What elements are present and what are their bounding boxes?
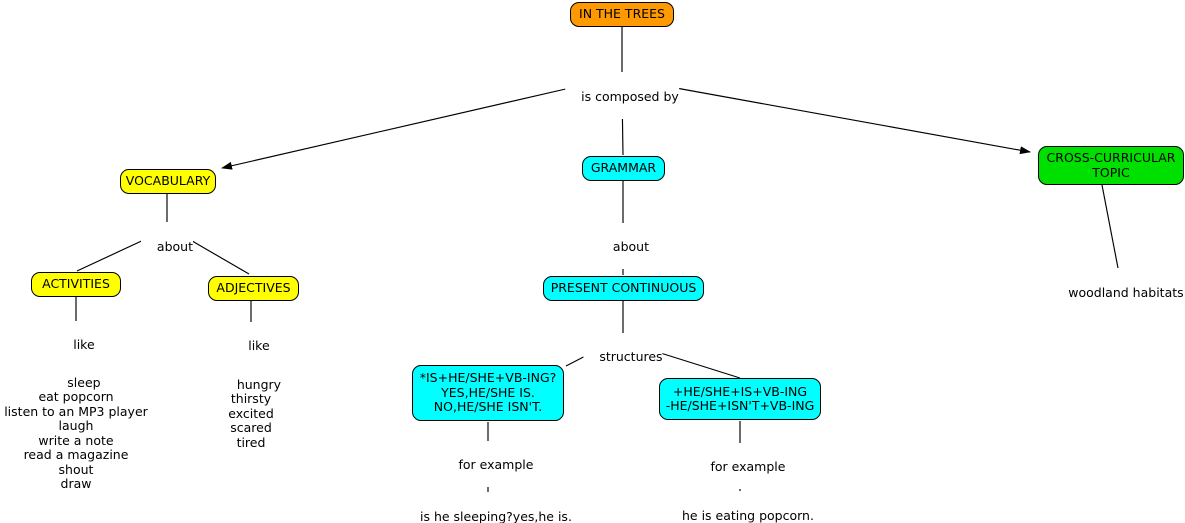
link-label-adjectives-like: like — [232, 323, 270, 368]
link-label-for-example-left: for example — [442, 442, 534, 487]
node-vocabulary[interactable]: VOCABULARY — [120, 169, 216, 194]
edge-about-to-activities — [76, 237, 149, 272]
node-cross-curricular-topic[interactable]: CROSS-CURRICULAR TOPIC — [1038, 146, 1184, 185]
edge-about-to-adjectives — [186, 237, 250, 275]
node-structure-question[interactable]: *IS+HE/SHE+VB-ING? YES,HE/SHE IS. NO,HE/… — [412, 365, 564, 421]
leaf-activities-list: sleep eat popcorn listen to an MP3 playe… — [4, 374, 148, 491]
edge-composedby-to-vocabulary — [221, 87, 571, 170]
node-cross-curricular-topic-label: CROSS-CURRICULAR TOPIC — [1046, 150, 1176, 180]
leaf-example-left: is he sleeping?yes,he is. — [419, 508, 572, 523]
edge-crosscurricular-to-woodland — [1101, 184, 1119, 269]
leaf-woodland-habitats: woodland habitats — [1068, 284, 1184, 300]
leaf-example-right: he is eating popcorn. — [681, 507, 814, 523]
node-in-the-trees-label: IN THE TREES — [579, 6, 665, 22]
link-label-activities-like: like — [57, 322, 95, 367]
node-structure-question-label: *IS+HE/SHE+VB-ING? YES,HE/SHE IS. NO,HE/… — [419, 370, 557, 415]
node-vocabulary-label: VOCABULARY — [125, 173, 211, 189]
node-grammar-label: GRAMMAR — [590, 160, 657, 176]
node-present-continuous-label: PRESENT CONTINUOUS — [550, 280, 697, 296]
node-grammar[interactable]: GRAMMAR — [582, 156, 665, 181]
node-present-continuous[interactable]: PRESENT CONTINUOUS — [543, 276, 704, 301]
node-adjectives-label: ADJECTIVES — [216, 280, 291, 296]
link-label-is-composed-by: is composed by — [565, 74, 679, 119]
node-adjectives[interactable]: ADJECTIVES — [208, 276, 299, 301]
link-label-vocabulary-about: about — [141, 224, 193, 269]
node-activities[interactable]: ACTIVITIES — [31, 272, 121, 297]
node-structure-affirmative-negative-label: +HE/SHE+IS+VB-ING -HE/SHE+ISN'T+VB-ING — [665, 383, 815, 413]
leaf-adjectives-list: hungry thirsty excited scared tired — [228, 376, 282, 450]
edge-composedby-to-crosscurricular — [675, 87, 1031, 155]
edge-structures-to-affirmnegative — [650, 349, 741, 379]
node-in-the-trees[interactable]: IN THE TREES — [570, 2, 674, 27]
node-structure-affirmative-negative[interactable]: +HE/SHE+IS+VB-ING -HE/SHE+ISN'T+VB-ING — [659, 378, 821, 420]
node-activities-label: ACTIVITIES — [42, 276, 110, 292]
link-label-structures: structures — [583, 334, 663, 379]
link-label-grammar-about: about — [597, 224, 649, 269]
link-label-for-example-right: for example — [694, 444, 786, 489]
